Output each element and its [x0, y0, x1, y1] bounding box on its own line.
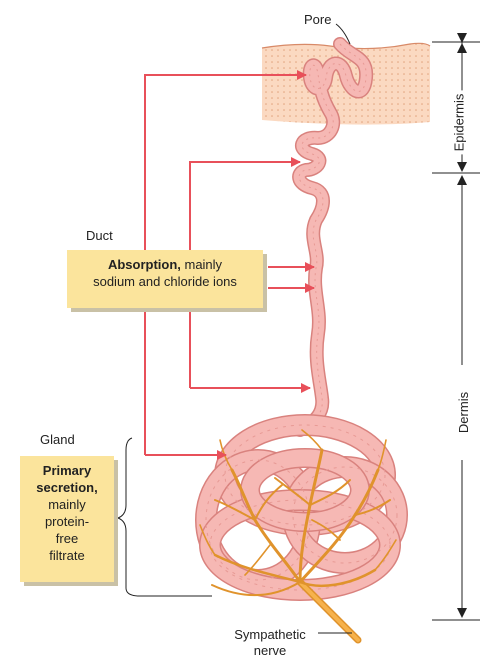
sympathetic-nerve [199, 429, 397, 644]
duct-label: Duct [86, 228, 113, 243]
absorption-title: Absorption, [107, 257, 181, 272]
gland-bracket [116, 437, 212, 597]
gland-label: Gland [40, 432, 75, 447]
nerve-label: Sympathetic nerve [222, 627, 318, 659]
nerve-label-line1: Sympathetic [234, 627, 306, 642]
absorption-box: Absorption, mainly sodium and chloride i… [67, 250, 263, 308]
arrow-to-epidermis-duct [144, 70, 307, 455]
pore-leader-line [335, 23, 351, 45]
absorption-text-1: mainly [180, 257, 223, 272]
arrow-to-upper-dermis-duct [189, 157, 301, 388]
sweat-gland-coil [195, 414, 408, 601]
pore-label: Pore [304, 12, 332, 27]
secretion-title-1: Primary [42, 463, 92, 478]
secretion-text-3: free [55, 531, 79, 546]
secretion-text-4: filtrate [49, 548, 85, 563]
sweat-duct [292, 37, 374, 437]
secretion-text-2: protein- [44, 514, 90, 529]
nerve-label-line2: nerve [253, 643, 287, 658]
epidermis-label: Epidermis [451, 90, 467, 155]
absorption-arrows [144, 70, 315, 460]
dermis-label: Dermis [456, 388, 472, 437]
secretion-text-1: mainly [48, 497, 86, 512]
secretion-title-2: secretion, [36, 480, 98, 495]
primary-secretion-box: Primary secretion, mainly protein- free … [20, 456, 114, 582]
absorption-text-2: sodium and chloride ions [93, 274, 237, 289]
